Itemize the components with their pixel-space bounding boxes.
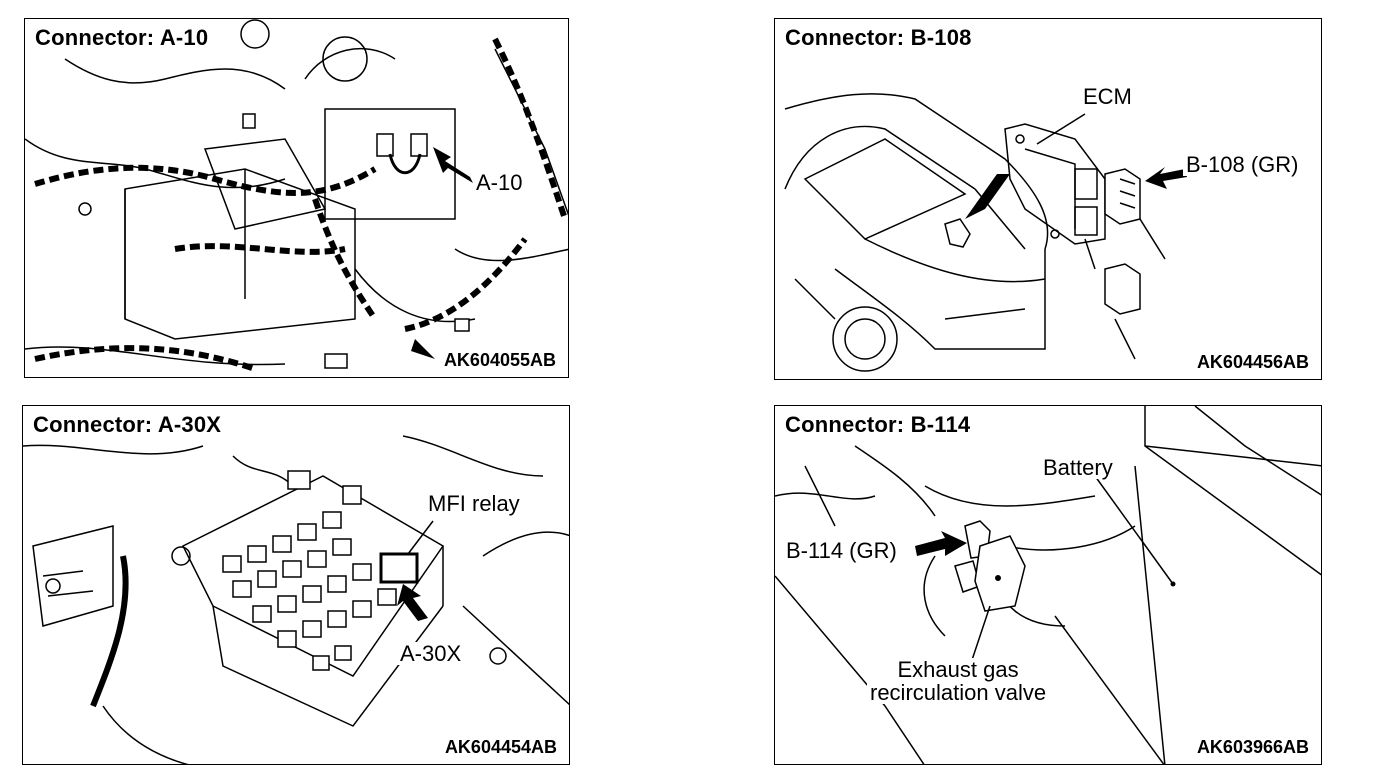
- panel-title: Connector: B-114: [781, 412, 975, 438]
- panel-title: Connector: B-108: [781, 25, 976, 51]
- connector-label-b108: B-108 (GR): [1183, 153, 1302, 176]
- battery-label: Battery: [1040, 456, 1116, 479]
- connector-label-b114: B-114 (GR): [783, 539, 900, 562]
- arrow-a30x: [397, 584, 428, 621]
- panel-title: Connector: A-30X: [29, 412, 226, 438]
- panel-connector-a30x: Connector: A-30X MFI relay A-30X AK60445…: [22, 405, 570, 765]
- relay-box-illustration: [23, 435, 569, 764]
- panel-connector-b108: Connector: B-108 ECM B-108 (GR) AK604456…: [774, 18, 1322, 380]
- egr-valve-label: Exhaust gas recirculation valve: [867, 658, 1050, 704]
- ecm-label: ECM: [1080, 85, 1135, 108]
- arrow-b114: [915, 531, 967, 556]
- engine-bay-illustration: [25, 19, 568, 372]
- arrow-b108: [1145, 167, 1187, 189]
- mfi-relay-label: MFI relay: [425, 492, 523, 515]
- egr-valve-illustration: [775, 406, 1321, 764]
- figure-reference: AK604456AB: [1194, 352, 1311, 373]
- figure-reference: AK603966AB: [1194, 737, 1311, 758]
- panel-title: Connector: A-10: [31, 25, 213, 51]
- arrow-pointer: [411, 339, 435, 359]
- panel-connector-a10: Connector: A-10 A-10 AK604055AB: [24, 18, 569, 378]
- figure-reference: AK604055AB: [441, 350, 558, 371]
- mfi-relay: [379, 552, 419, 584]
- connector-label-a30x: A-30X: [397, 642, 465, 665]
- arrow-a10: [433, 147, 473, 183]
- vehicle-ecm-illustration: [784, 93, 1187, 372]
- panel-connector-b114: Connector: B-114 Battery B-114 (GR) Exha…: [774, 405, 1322, 765]
- figure-reference: AK604454AB: [442, 737, 559, 758]
- connector-label-a10: A-10: [473, 171, 526, 194]
